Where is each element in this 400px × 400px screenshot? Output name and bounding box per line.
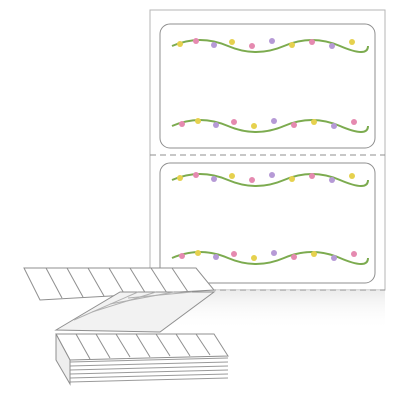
stack-layers	[69, 357, 229, 383]
stack-middle-face	[54, 291, 216, 333]
floral-border-top	[171, 38, 369, 53]
floral-border-top	[171, 172, 369, 187]
label-top	[159, 23, 376, 149]
label-sheet	[149, 9, 386, 330]
stack-block-top	[55, 333, 229, 361]
floral-border-bottom	[171, 118, 369, 133]
stack-side-face	[55, 333, 71, 386]
stack-middle-cells	[73, 291, 193, 321]
fanfold-stack	[23, 267, 229, 386]
floral-border-bottom	[171, 250, 369, 265]
stack-top-cells	[45, 267, 189, 299]
label-bottom	[159, 162, 376, 284]
stack-block-cells	[75, 333, 211, 360]
label-outline	[159, 23, 376, 149]
